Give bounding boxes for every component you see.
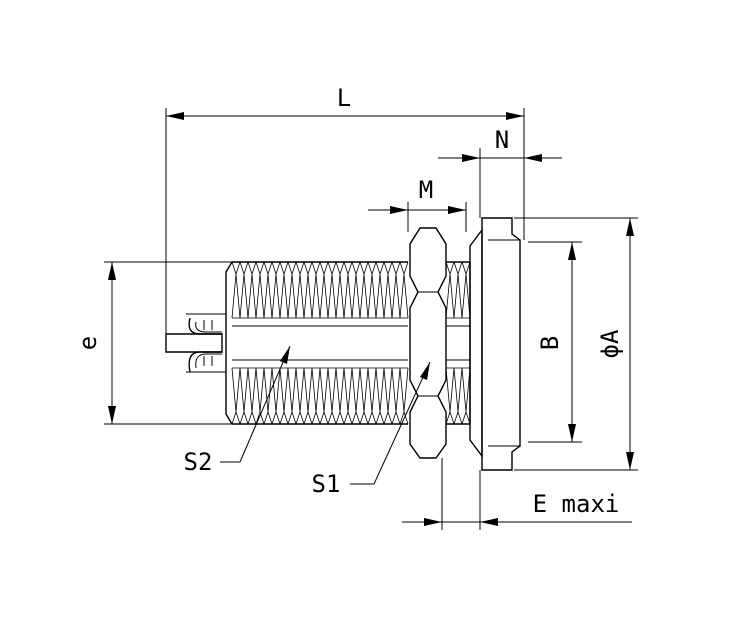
- label-e: e: [74, 336, 102, 350]
- label-B: B: [536, 336, 564, 350]
- hex-nut: [409, 227, 447, 459]
- thread-pattern: [231, 261, 409, 425]
- flange: [469, 217, 521, 471]
- label-L: L: [337, 84, 351, 112]
- leader-S1: S1: [312, 361, 431, 498]
- dimension-e: e: [74, 261, 232, 425]
- threaded-body: [225, 261, 409, 425]
- label-E: E maxi: [533, 490, 620, 518]
- dimension-N: N: [438, 126, 562, 218]
- dimension-M: M: [368, 176, 467, 232]
- label-A: ϕA: [596, 329, 624, 358]
- solder-pins: [165, 313, 226, 373]
- label-N: N: [495, 126, 509, 154]
- label-M: M: [419, 176, 433, 204]
- label-S1: S1: [312, 470, 341, 498]
- dimension-A: ϕA: [514, 217, 638, 471]
- dimension-E: E maxi: [402, 458, 632, 530]
- front-thread: [445, 261, 471, 425]
- leader-S2: S2: [184, 345, 291, 476]
- dimension-B: B: [528, 241, 582, 443]
- label-S2: S2: [184, 448, 213, 476]
